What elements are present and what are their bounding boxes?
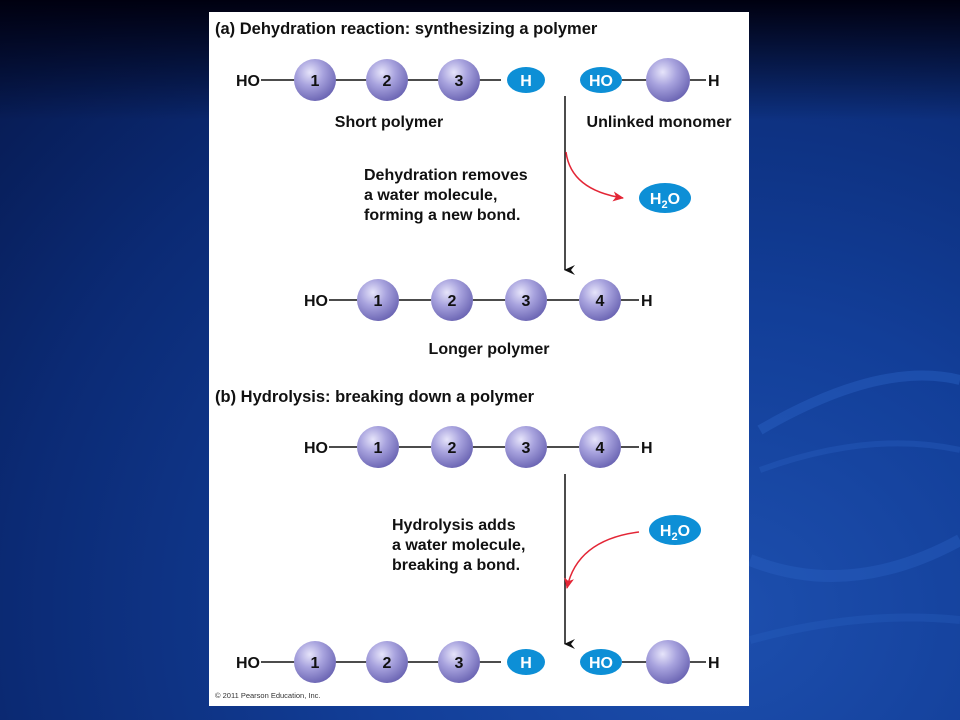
dehydration-caption-line: Dehydration removes — [364, 167, 528, 184]
monomer-label: 2 — [448, 440, 457, 457]
monomer-ball — [579, 426, 621, 468]
water-molecule: H2O — [649, 515, 701, 545]
monomer-label: 4 — [596, 293, 605, 310]
monomer-label: 3 — [522, 293, 531, 310]
monomer-label: 1 — [374, 293, 383, 310]
monomer-ball — [438, 641, 480, 683]
unlinked-monomer: HO H — [580, 58, 720, 102]
diagram-panel: (a) Dehydration reaction: synthesizing a… — [209, 12, 749, 706]
monomer-ball — [294, 59, 336, 101]
water-addition-arrow — [564, 531, 640, 589]
monomer-ball — [357, 279, 399, 321]
monomer-ball — [646, 58, 690, 102]
unlinked-monomer-label: Unlinked monomer — [587, 114, 732, 131]
product-polymer: HO 1 2 3 H — [236, 641, 545, 683]
polymer-reactions-diagram: (a) Dehydration reaction: synthesizing a… — [215, 20, 732, 700]
monomer-ball — [646, 640, 690, 684]
water-ellipse — [649, 515, 701, 545]
monomer-ball — [294, 641, 336, 683]
water-label: H2O — [650, 191, 680, 211]
water-removal-arrow — [565, 151, 624, 202]
longer-polymer: HO 1 2 3 4 H — [304, 279, 653, 321]
hydrolysis-caption-line: breaking a bond. — [392, 557, 520, 574]
section-b-title: (b) Hydrolysis: breaking down a polymer — [215, 388, 535, 406]
water-molecule: H2O — [639, 183, 691, 213]
short-polymer: HO 1 2 3 H — [236, 59, 545, 101]
hydrogen-label: H — [641, 440, 653, 457]
water-label: H2O — [660, 523, 690, 543]
monomer-ball — [366, 59, 408, 101]
hydroxyl-group: HO — [236, 73, 260, 90]
water-ellipse — [639, 183, 691, 213]
monomer-ball — [366, 641, 408, 683]
hydroxyl-ellipse — [580, 649, 622, 675]
polymer: HO 1 2 3 4 H — [304, 426, 653, 468]
monomer-ball — [505, 279, 547, 321]
hydroxyl-label: HO — [589, 73, 613, 90]
monomer-ball — [505, 426, 547, 468]
hydrolysis-caption-line: a water molecule, — [392, 537, 525, 554]
hydrogen-label: H — [641, 293, 653, 310]
hydrogen-label: H — [708, 73, 720, 90]
monomer-label: 4 — [596, 440, 605, 457]
hydroxyl-group: HO — [236, 655, 260, 672]
monomer-label: 3 — [522, 440, 531, 457]
hydroxyl-ellipse — [580, 67, 622, 93]
monomer-ball — [438, 59, 480, 101]
monomer-label: 1 — [311, 73, 320, 90]
monomer-ball — [357, 426, 399, 468]
product-monomer: HO H — [580, 640, 720, 684]
hydroxyl-label: HO — [589, 655, 613, 672]
copyright-notice: © 2011 Pearson Education, Inc. — [215, 691, 320, 700]
short-polymer-label: Short polymer — [335, 114, 443, 131]
hydrogen-label: H — [520, 655, 532, 672]
dehydration-caption-line: forming a new bond. — [364, 207, 520, 224]
monomer-ball — [579, 279, 621, 321]
hydrogen-ellipse — [507, 649, 545, 675]
hydrogen-label: H — [520, 73, 532, 90]
longer-polymer-label: Longer polymer — [429, 341, 550, 358]
monomer-ball — [431, 426, 473, 468]
hydroxyl-group: HO — [304, 440, 328, 457]
monomer-label: 3 — [455, 655, 464, 672]
monomer-label: 2 — [383, 73, 392, 90]
monomer-label: 2 — [383, 655, 392, 672]
hydroxyl-group: HO — [304, 293, 328, 310]
monomer-ball — [431, 279, 473, 321]
dehydration-caption-line: a water molecule, — [364, 187, 497, 204]
section-a-title: (a) Dehydration reaction: synthesizing a… — [215, 20, 598, 38]
monomer-label: 1 — [374, 440, 383, 457]
hydrolysis-caption-line: Hydrolysis adds — [392, 517, 516, 534]
hydrogen-ellipse — [507, 67, 545, 93]
monomer-label: 1 — [311, 655, 320, 672]
hydrogen-label: H — [708, 655, 720, 672]
monomer-label: 2 — [448, 293, 457, 310]
monomer-label: 3 — [455, 73, 464, 90]
